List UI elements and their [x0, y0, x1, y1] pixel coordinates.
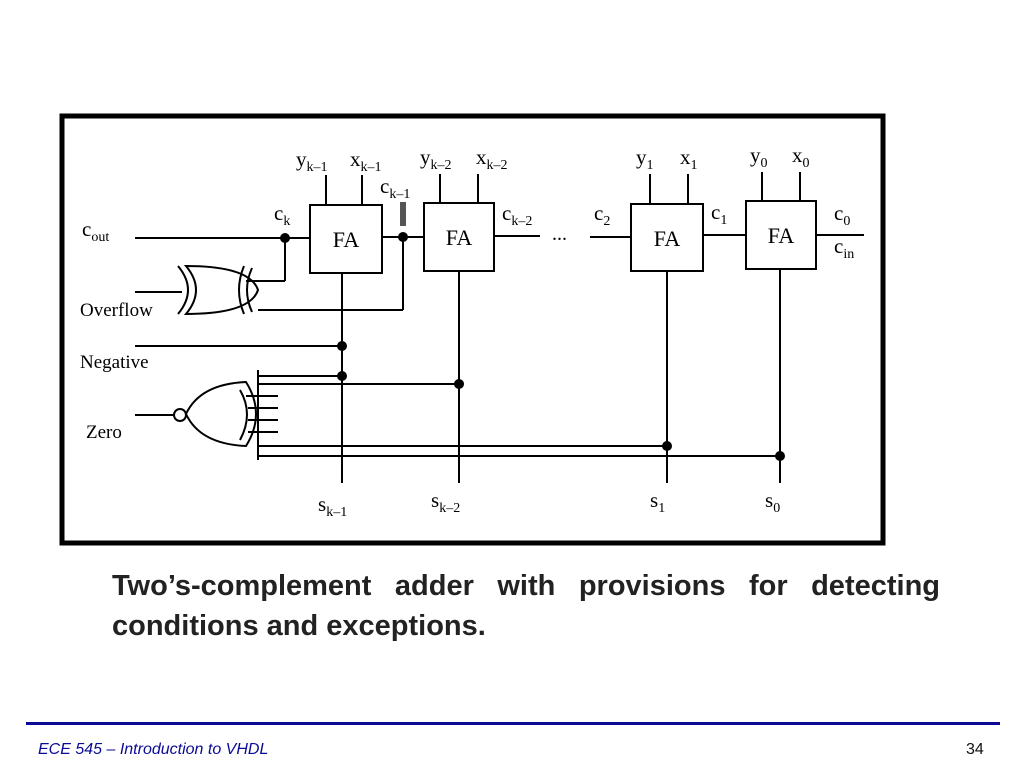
- junction-dot: [775, 451, 785, 461]
- footer-rule: [26, 722, 1000, 725]
- overflow-label: Overflow: [80, 300, 153, 321]
- nor-input-arc: [239, 389, 248, 441]
- fa-label: FA: [446, 225, 473, 250]
- zero-label: Zero: [86, 422, 122, 443]
- xor-decoration: [246, 267, 253, 313]
- carry-label-c-2: c2: [594, 201, 610, 229]
- adder-diagram: FA FA FA FA yk–1 xk–1 yk–2 xk–2 y1 x1 y0…: [59, 113, 886, 546]
- fa-label: FA: [333, 227, 360, 252]
- sum-label-s-1: s1: [650, 488, 665, 516]
- input-label-x-0: x0: [792, 143, 810, 171]
- carry-label-c-in: cin: [834, 234, 854, 262]
- carry-label-c-out: cout: [82, 217, 109, 245]
- carry-label-c-1: c1: [711, 200, 727, 228]
- sum-label-s-k1: sk–1: [318, 492, 347, 520]
- input-label-y-1: y1: [636, 145, 654, 173]
- carry-ellipsis: ...: [552, 223, 567, 245]
- input-label-y-k1: yk–1: [296, 147, 328, 175]
- input-label-y-0: y0: [750, 143, 768, 171]
- input-label-x-k2: xk–2: [476, 145, 508, 173]
- carry-label-c-k2: ck–2: [502, 201, 532, 229]
- sum-label-s-k2: sk–2: [431, 488, 460, 516]
- footer-title: ECE 545 – Introduction to VHDL: [38, 741, 269, 758]
- junction-dot: [280, 233, 290, 243]
- sum-label-s-0: s0: [765, 488, 780, 516]
- diagram-frame: [59, 113, 886, 546]
- carry-marker: [400, 202, 406, 226]
- nor-bubble: [173, 408, 187, 422]
- xor-input-arc: [177, 265, 189, 315]
- zero-nor-gate: [184, 380, 257, 448]
- negative-label: Negative: [80, 352, 149, 373]
- junction-dot: [398, 232, 408, 242]
- fa-label: FA: [768, 223, 795, 248]
- carry-label-c-k1: ck–1: [380, 174, 410, 202]
- junction-dot: [337, 341, 347, 351]
- carry-label-c-0: c0: [834, 201, 850, 229]
- figure-caption: Two’s-complement adder with provisions f…: [112, 570, 940, 642]
- page-number: 34: [966, 741, 984, 758]
- input-label-x-k1: xk–1: [350, 147, 382, 175]
- carry-label-c-k: ck: [274, 201, 290, 229]
- junction-dot: [454, 379, 464, 389]
- input-label-y-k2: yk–2: [420, 145, 452, 173]
- junction-dot: [337, 371, 347, 381]
- xor-decoration: [238, 265, 245, 315]
- fa-label: FA: [654, 226, 681, 251]
- junction-dot: [662, 441, 672, 451]
- overflow-xor-gate: [183, 264, 260, 316]
- input-label-x-1: x1: [680, 145, 698, 173]
